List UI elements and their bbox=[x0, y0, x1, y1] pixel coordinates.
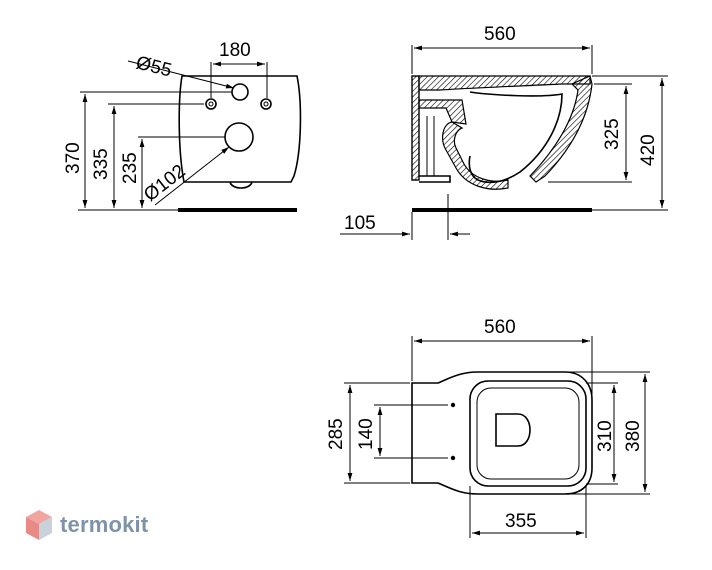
dim-offset: 105 bbox=[344, 213, 376, 234]
top-view: 560 285 140 310 380 355 bbox=[326, 317, 650, 538]
section-view: 560 325 420 105 bbox=[340, 24, 668, 240]
section-front-wall bbox=[529, 75, 593, 183]
small-inlet-hole bbox=[231, 83, 249, 101]
section-siphon bbox=[442, 121, 509, 190]
mount-hole-right bbox=[260, 98, 272, 110]
top-view-rim bbox=[469, 380, 587, 487]
top-view-outline bbox=[411, 371, 593, 495]
dim-inner-width: 310 bbox=[595, 420, 616, 452]
hexagon-cube-icon bbox=[26, 510, 52, 540]
dim-small-hole: Ø55 bbox=[134, 52, 174, 81]
dim-hole-spacing: 180 bbox=[219, 40, 251, 61]
top-view-drain bbox=[495, 413, 531, 447]
dim-outer-width: 380 bbox=[623, 420, 644, 452]
rear-view-bottom bbox=[229, 181, 253, 189]
mount-point-top bbox=[450, 402, 456, 408]
watermark: termokit bbox=[24, 508, 148, 542]
dim-top-length: 560 bbox=[484, 317, 516, 338]
dim-height-low: 235 bbox=[120, 152, 141, 184]
dim-mount-width: 285 bbox=[326, 418, 347, 450]
dim-inner-height: 325 bbox=[602, 118, 623, 150]
dim-length: 560 bbox=[484, 24, 516, 45]
dim-height-mid: 335 bbox=[91, 148, 112, 180]
section-pipe-lines bbox=[426, 116, 435, 176]
section-back-plate bbox=[411, 75, 420, 181]
section-top-rim bbox=[418, 75, 591, 91]
mount-point-bottom bbox=[450, 455, 456, 461]
dim-bowl-width: 355 bbox=[505, 511, 537, 532]
dim-total-height: 420 bbox=[638, 134, 659, 166]
brand-name: termokit bbox=[60, 512, 149, 537]
dim-mount-spacing: 140 bbox=[356, 418, 377, 450]
rear-view: 180 Ø55 Ø102 370 335 235 bbox=[63, 40, 302, 212]
top-view-bowl bbox=[476, 387, 580, 480]
rear-view-body bbox=[178, 75, 302, 183]
mount-hole-left bbox=[205, 98, 217, 110]
mount-hole-right-inner bbox=[263, 101, 269, 107]
dim-height-total: 370 bbox=[63, 142, 84, 174]
section-outlet bbox=[418, 99, 467, 125]
outlet-hole bbox=[224, 122, 254, 152]
mount-hole-left-inner bbox=[208, 101, 214, 107]
section-base bbox=[419, 175, 451, 183]
